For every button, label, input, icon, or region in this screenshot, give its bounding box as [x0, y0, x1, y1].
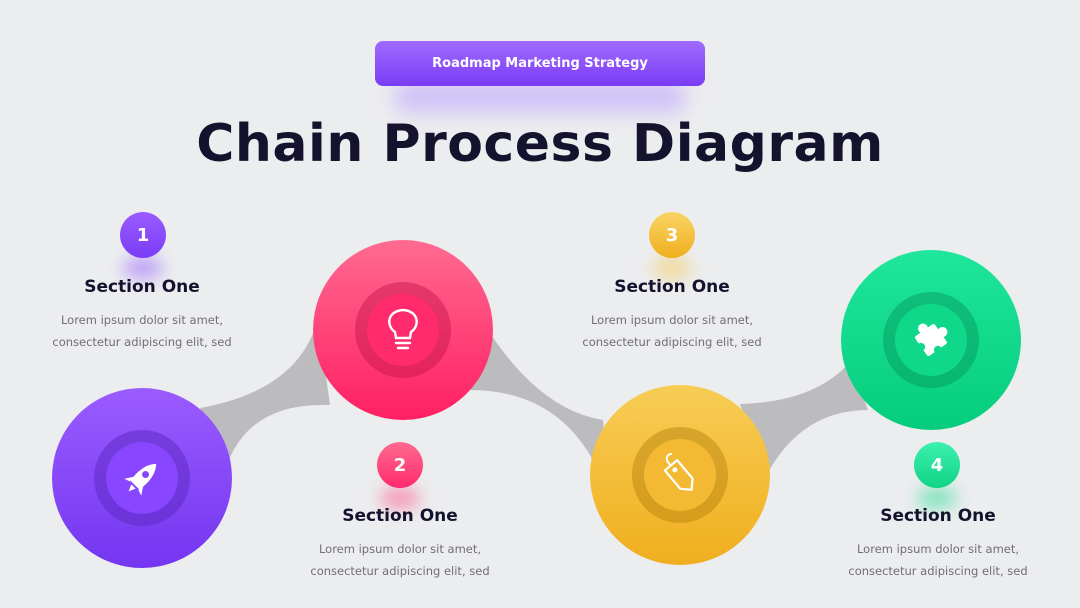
- step-number-badge-2: 2: [377, 442, 423, 488]
- chain-link-2: [470, 330, 610, 500]
- section-title-4: Section One: [880, 506, 996, 526]
- section-description-3: Lorem ipsum dolor sit amet,consectetur a…: [582, 313, 762, 349]
- section-description-2: Lorem ipsum dolor sit amet,consectetur a…: [310, 542, 490, 578]
- rocket-icon: [124, 463, 157, 496]
- node-1: [52, 388, 232, 568]
- step-number-badge-1: 1: [120, 212, 166, 258]
- node-3: [590, 385, 770, 565]
- badge-glow-2: [380, 486, 420, 510]
- section-description-4: Lorem ipsum dolor sit amet,consectetur a…: [848, 542, 1028, 578]
- lightbulb-icon: [388, 308, 418, 350]
- step-number-badge-4: 4: [914, 442, 960, 488]
- puzzle-icon: [915, 323, 948, 356]
- section-title-2: Section One: [342, 506, 458, 526]
- node-2: [313, 240, 493, 420]
- chain-link-3: [740, 362, 868, 478]
- section-description-1: Lorem ipsum dolor sit amet,consectetur a…: [52, 313, 232, 349]
- step-number-badge-3: 3: [649, 212, 695, 258]
- chain-link-1: [200, 318, 330, 462]
- badge-glow-4: [917, 486, 957, 510]
- price-tag-icon: [663, 453, 694, 491]
- section-title-3: Section One: [614, 277, 730, 297]
- subtitle-pill: Roadmap Marketing Strategy: [375, 41, 705, 86]
- page-title: Chain Process Diagram: [196, 114, 884, 174]
- section-title-1: Section One: [84, 277, 200, 297]
- badge-glow-1: [123, 256, 163, 280]
- badge-glow-3: [652, 256, 692, 280]
- pill-glow: [395, 82, 685, 112]
- node-4: [841, 250, 1021, 430]
